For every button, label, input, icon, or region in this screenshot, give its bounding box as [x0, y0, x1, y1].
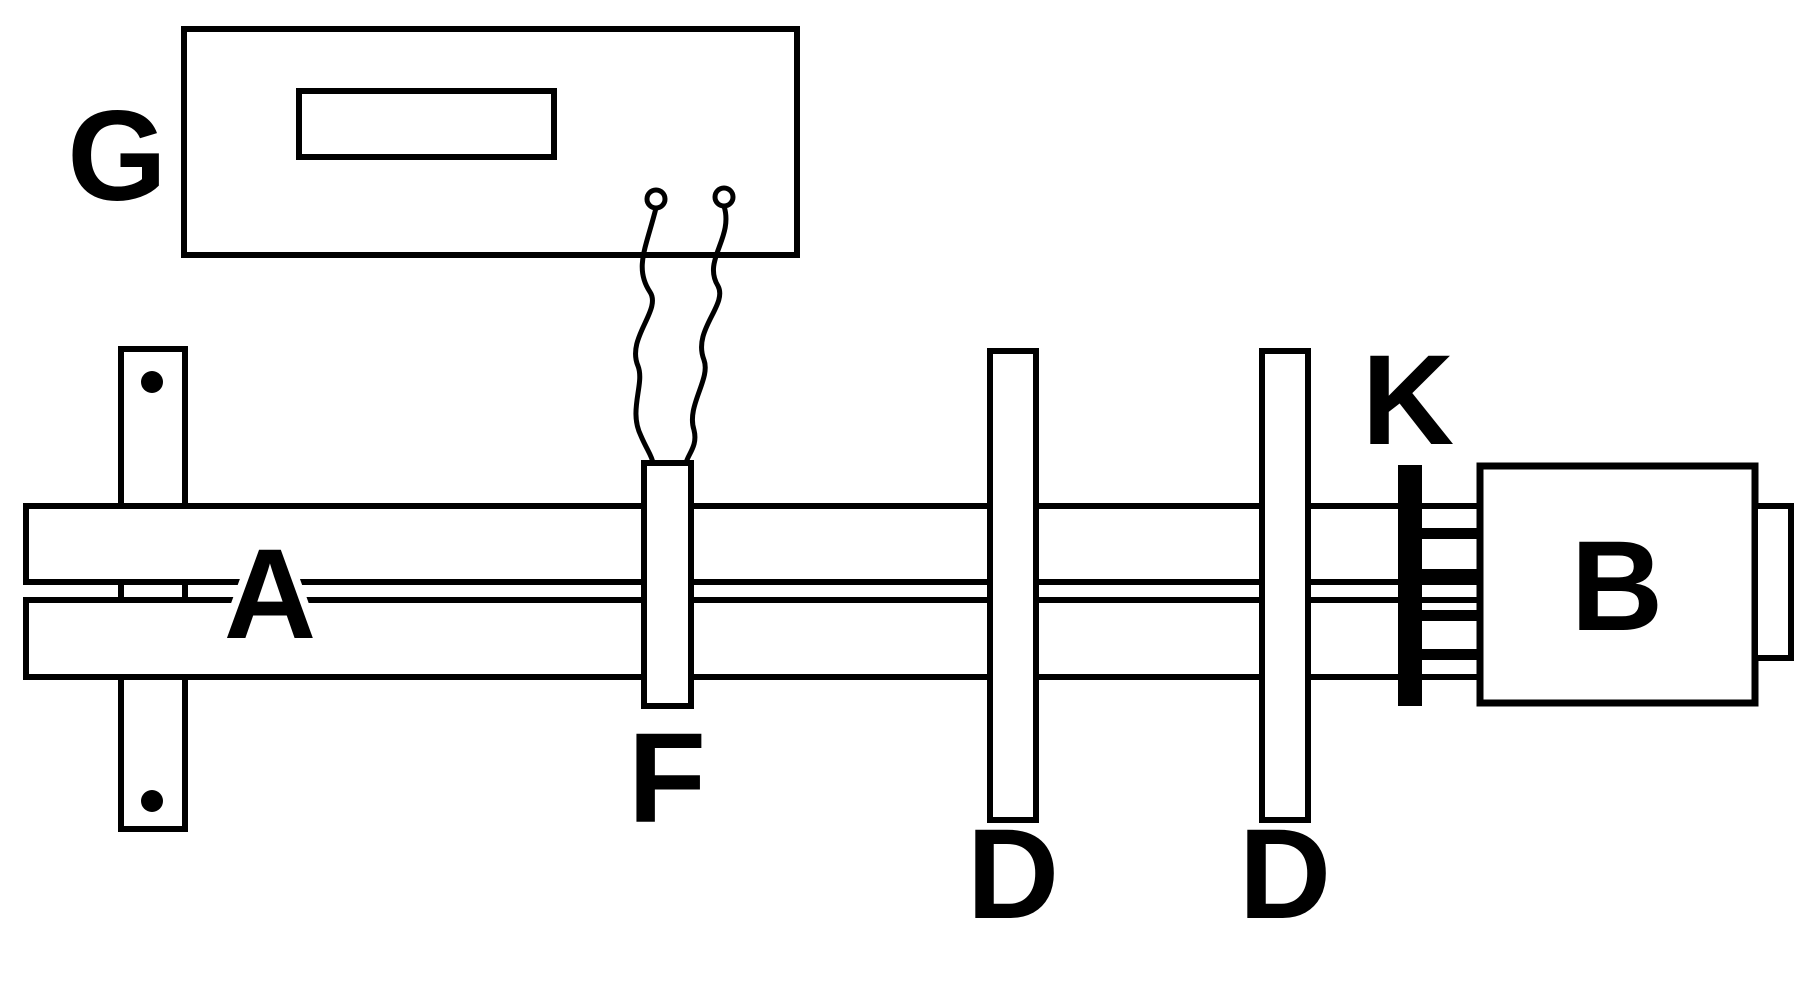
sensor-plate-f	[641, 460, 694, 709]
mounting-bracket	[118, 346, 188, 832]
rail-lower	[23, 597, 1485, 680]
label-a: A	[224, 523, 316, 666]
block-b	[1476, 462, 1759, 707]
wire-right	[683, 203, 729, 466]
shaft-stub	[1752, 503, 1794, 661]
label-d1: D	[967, 803, 1059, 946]
wire-left	[633, 205, 659, 466]
terminal-right-icon	[712, 185, 736, 209]
generator-display-window	[296, 88, 557, 160]
coupler-bar-k	[1398, 465, 1422, 706]
label-f: F	[628, 707, 706, 850]
label-d2: D	[1239, 803, 1331, 946]
label-k: K	[1362, 329, 1454, 472]
coupler-tooth-2	[1422, 569, 1482, 580]
terminal-left-icon	[644, 187, 668, 211]
coupler-tooth-1	[1422, 528, 1482, 539]
bracket-screw-bottom-icon	[141, 790, 163, 812]
plate-d2	[1259, 348, 1311, 823]
coupler-tooth-4	[1422, 649, 1482, 660]
plate-d1	[987, 348, 1039, 823]
coupler-tooth-3	[1422, 610, 1482, 621]
label-b: B	[1571, 515, 1663, 658]
label-g: G	[67, 85, 167, 228]
rail-upper	[23, 503, 1485, 585]
bracket-screw-top-icon	[141, 371, 163, 393]
